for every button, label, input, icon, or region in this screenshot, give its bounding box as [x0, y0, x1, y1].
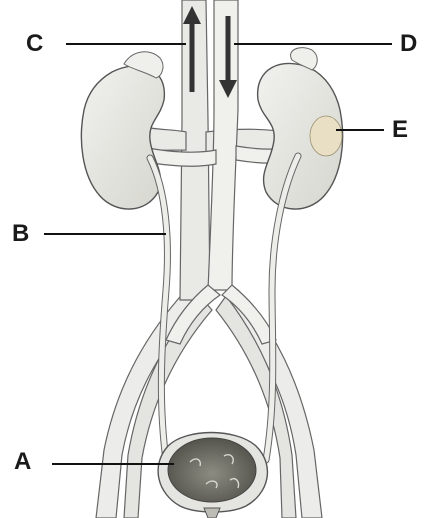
label-e: E	[392, 118, 408, 142]
label-d: D	[400, 32, 417, 56]
label-b: B	[12, 222, 29, 246]
label-a: A	[14, 450, 31, 474]
renal-pelvis-highlight	[310, 116, 342, 156]
label-c: C	[26, 32, 43, 56]
bladder	[158, 433, 267, 518]
right-kidney	[258, 48, 343, 209]
blood-flow-arrows	[183, 6, 237, 98]
